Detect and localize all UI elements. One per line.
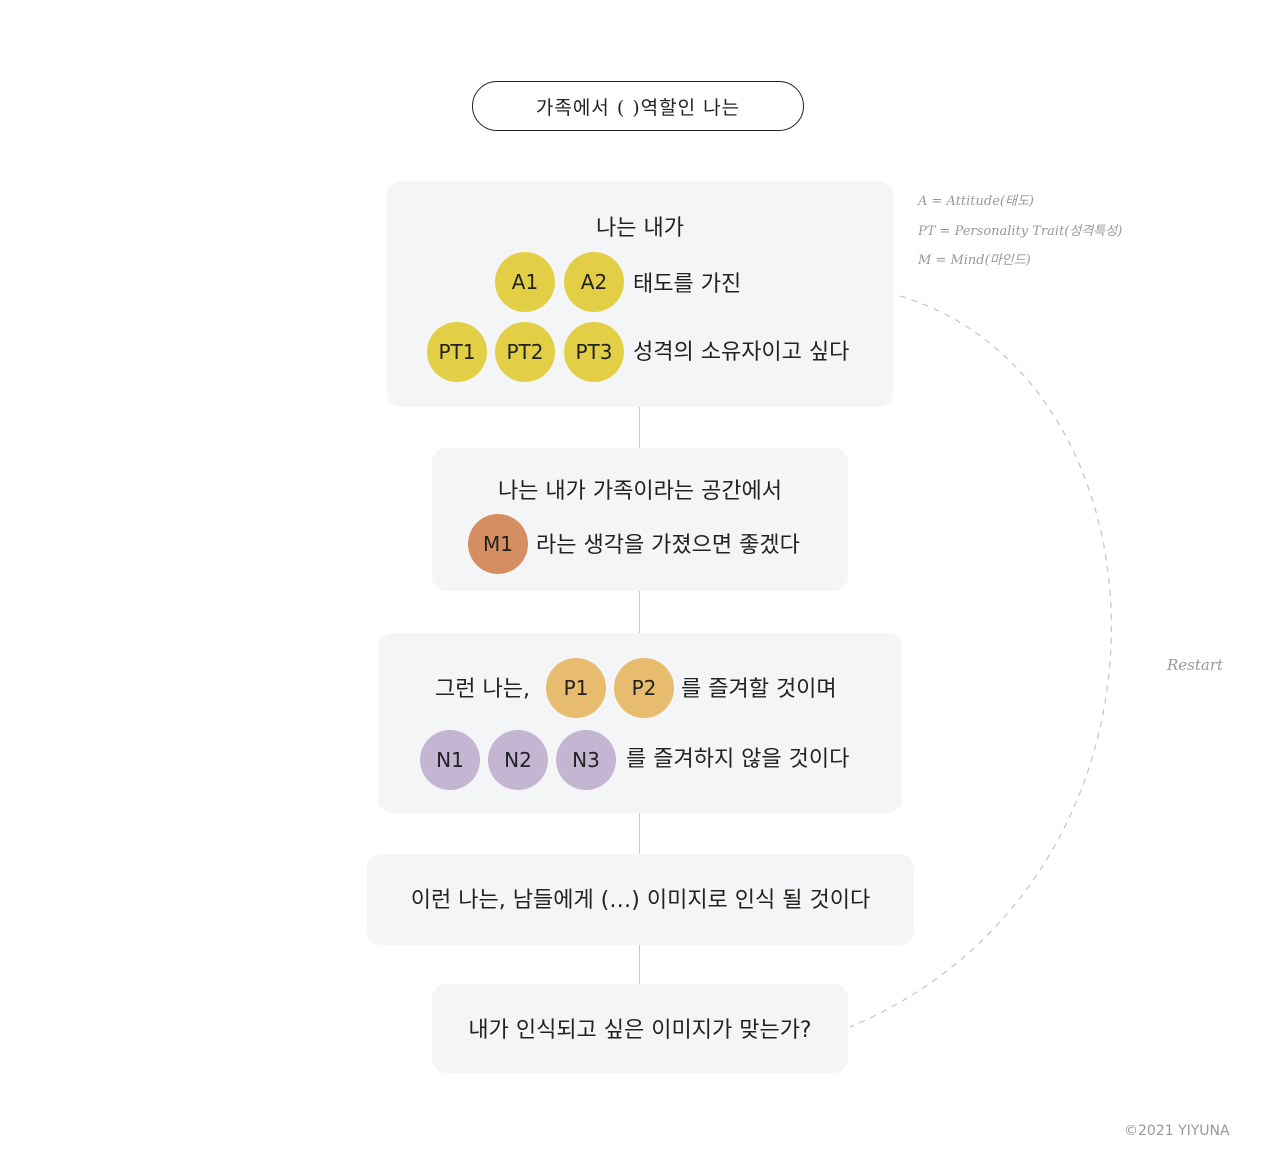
positive-text: 를 즐겨할 것이며 bbox=[681, 677, 837, 702]
box5-text: 내가 인식되고 싶은 이미지가 맞는가? bbox=[468, 1018, 812, 1043]
trait-text: 성격의 소유자이고 싶다 bbox=[633, 340, 850, 365]
step-box-attitude-trait: 나는 내가 A1 A2 태도를 가진 PT1 PT2 PT3 성격의 소유자이고… bbox=[387, 181, 893, 407]
positive-badge-p2: P2 bbox=[614, 658, 674, 718]
restart-label: Restart bbox=[1167, 656, 1224, 674]
attitude-text: 태도를 가진 bbox=[633, 272, 742, 297]
positive-badge-p1: P1 bbox=[546, 658, 606, 718]
mind-text: 라는 생각을 가졌으면 좋겠다 bbox=[536, 533, 800, 558]
box2-line1: 나는 내가 가족이라는 공간에서 bbox=[497, 479, 783, 504]
legend-personality-trait: PT = Personality Trait(성격특성) bbox=[918, 224, 1123, 239]
connector-1-2 bbox=[639, 407, 640, 448]
legend-attitude: A = Attitude(태도) bbox=[918, 194, 1034, 209]
mind-badge-m1: M1 bbox=[468, 514, 528, 574]
step-box-preferences: 그런 나는, P1 P2 를 즐겨할 것이며 N1 N2 N3 를 즐겨하지 않… bbox=[378, 633, 902, 813]
attitude-badge-a2: A2 bbox=[564, 252, 624, 312]
connector-3-4 bbox=[639, 813, 640, 854]
box4-text: 이런 나는, 남들에게 (…) 이미지로 인식 될 것이다 bbox=[410, 888, 871, 913]
negative-badge-n3: N3 bbox=[556, 730, 616, 790]
copyright: ©2021 YIYUNA bbox=[1124, 1123, 1230, 1139]
box3-prefix: 그런 나는, bbox=[435, 677, 530, 702]
negative-badge-n1: N1 bbox=[420, 730, 480, 790]
trait-badge-pt2: PT2 bbox=[495, 322, 555, 382]
negative-badge-n2: N2 bbox=[488, 730, 548, 790]
legend-mind: M = Mind(마인드) bbox=[918, 253, 1031, 268]
trait-badge-pt3: PT3 bbox=[564, 322, 624, 382]
trait-badge-pt1: PT1 bbox=[427, 322, 487, 382]
step-box-image: 이런 나는, 남들에게 (…) 이미지로 인식 될 것이다 bbox=[367, 854, 914, 945]
step-box-mind: 나는 내가 가족이라는 공간에서 M1 라는 생각을 가졌으면 좋겠다 bbox=[432, 448, 848, 591]
step-box-question: 내가 인식되고 싶은 이미지가 맞는가? bbox=[432, 984, 848, 1073]
box1-line1: 나는 내가 bbox=[596, 216, 684, 241]
connector-4-5 bbox=[639, 945, 640, 984]
diagram-title: 가족에서 ( )역할인 나는 bbox=[472, 81, 804, 131]
negative-text: 를 즐겨하지 않을 것이다 bbox=[626, 747, 850, 772]
connector-2-3 bbox=[639, 591, 640, 633]
attitude-badge-a1: A1 bbox=[495, 252, 555, 312]
